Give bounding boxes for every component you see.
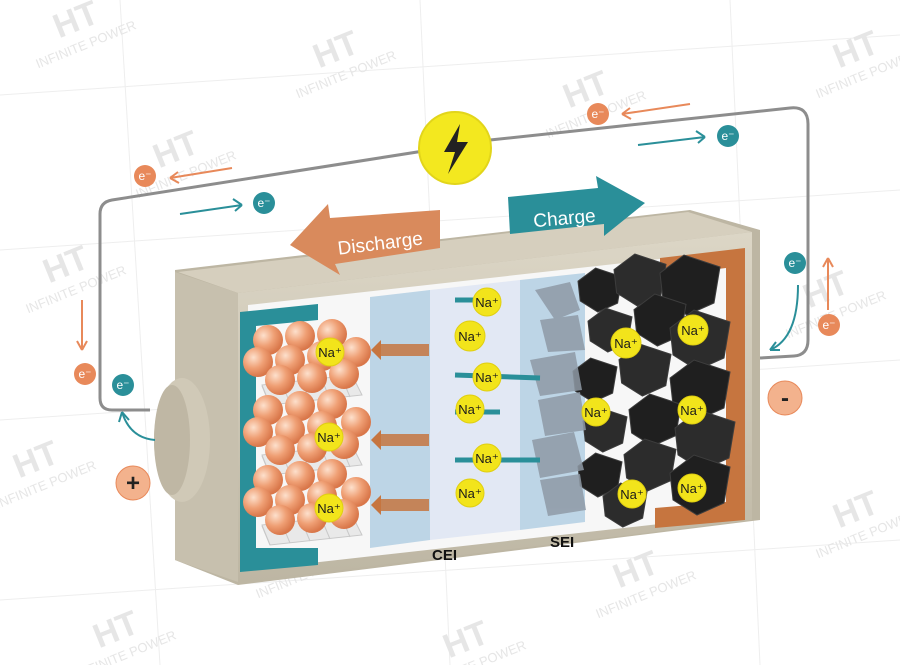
sodium-ion-label: Na⁺ (614, 336, 637, 351)
electron: e⁻ (717, 125, 739, 147)
power-source (418, 111, 492, 185)
sodium-ion-label: Na⁺ (584, 405, 607, 420)
cathode-atom (243, 347, 273, 377)
sodium-ion: Na⁺ (677, 473, 707, 503)
electron-label: e⁻ (138, 169, 151, 183)
sodium-ion-label: Na⁺ (475, 370, 498, 385)
sodium-ion-label: Na⁺ (475, 295, 498, 310)
electrons: e⁻ e⁻ e⁻ e⁻ e⁻ e⁻ e⁻ e⁻ (74, 103, 840, 396)
circuit-wire (98, 106, 810, 412)
electron-label: e⁻ (822, 318, 835, 332)
electron: e⁻ (818, 314, 840, 336)
sodium-ion: Na⁺ (472, 362, 502, 392)
sodium-ion: Na⁺ (314, 422, 344, 452)
sodium-ion: Na⁺ (315, 337, 345, 367)
electron: e⁻ (587, 103, 609, 125)
cathode-atom (265, 435, 295, 465)
sei-label: SEI (550, 534, 574, 551)
sodium-ion-label: Na⁺ (458, 329, 481, 344)
cathode-atom (297, 363, 327, 393)
sodium-ion: Na⁺ (455, 478, 485, 508)
cathode-atom (265, 505, 295, 535)
sodium-ion-label: Na⁺ (475, 451, 498, 466)
sodium-ion-label: Na⁺ (318, 345, 341, 360)
sodium-ion: Na⁺ (610, 327, 642, 359)
cei-label: CEI (432, 547, 457, 564)
cathode-atom (285, 391, 315, 421)
sodium-ion: Na⁺ (472, 443, 502, 473)
sodium-ion: Na⁺ (454, 320, 486, 352)
sodium-ion: Na⁺ (455, 394, 485, 424)
cathode-atom (341, 477, 371, 507)
cathode-atom (285, 321, 315, 351)
sodium-ion: Na⁺ (472, 287, 502, 317)
sodium-ion-label: Na⁺ (317, 501, 340, 516)
sodium-ion: Na⁺ (581, 397, 611, 427)
electron-label: e⁻ (257, 196, 270, 210)
cathode-atom (341, 337, 371, 367)
positive-terminal-cap (154, 378, 210, 502)
positive-terminal-sign: + (126, 470, 140, 497)
electron: e⁻ (74, 363, 96, 385)
negative-terminal: - (767, 380, 803, 416)
sodium-ion: Na⁺ (314, 493, 344, 523)
discharge-arrow: Discharge (290, 204, 440, 275)
sodium-ion-label: Na⁺ (458, 402, 481, 417)
sodium-ion-label: Na⁺ (458, 486, 481, 501)
electron-label: e⁻ (788, 256, 801, 270)
lightning-bolt-icon (444, 124, 468, 174)
positive-terminal: + (115, 465, 151, 501)
cathode-atom (329, 359, 359, 389)
sodium-ion: Na⁺ (677, 395, 707, 425)
electron-label: e⁻ (721, 129, 734, 143)
electron: e⁻ (134, 165, 156, 187)
electron-label: e⁻ (591, 107, 604, 121)
electron-label: e⁻ (78, 367, 91, 381)
sodium-ions: Na⁺ Na⁺ Na⁺ Na⁺ Na⁺ Na⁺ Na⁺ Na⁺ Na⁺ Na⁺ Na⁺ Na⁺ Na⁺ N… (314, 287, 709, 523)
electron: e⁻ (784, 252, 806, 274)
cathode-atom (243, 417, 273, 447)
electron: e⁻ (253, 192, 275, 214)
ion-arrow-cathode (371, 430, 429, 450)
ion-arrow-cathode (371, 340, 429, 360)
cathode-atom (341, 407, 371, 437)
carbon-particle (577, 267, 623, 313)
carbon-particle (572, 357, 618, 403)
electron-label: e⁻ (116, 378, 129, 392)
cathode-atom (243, 487, 273, 517)
sodium-ion-label: Na⁺ (680, 403, 703, 418)
sodium-ion-label: Na⁺ (680, 481, 703, 496)
cathode-atom (265, 365, 295, 395)
sodium-ion-label: Na⁺ (681, 323, 704, 338)
cathode-atom (285, 461, 315, 491)
electron: e⁻ (112, 374, 134, 396)
sodium-ion-label: Na⁺ (620, 487, 643, 502)
anode-material (572, 253, 736, 528)
negative-terminal-sign: - (781, 385, 789, 412)
sodium-ion: Na⁺ (677, 314, 709, 346)
ion-arrow-cathode (371, 495, 429, 515)
electron-flow-arrows (76, 103, 834, 441)
sodium-ion: Na⁺ (617, 479, 647, 509)
sei-layer (530, 282, 586, 516)
sodium-ion-label: Na⁺ (317, 430, 340, 445)
